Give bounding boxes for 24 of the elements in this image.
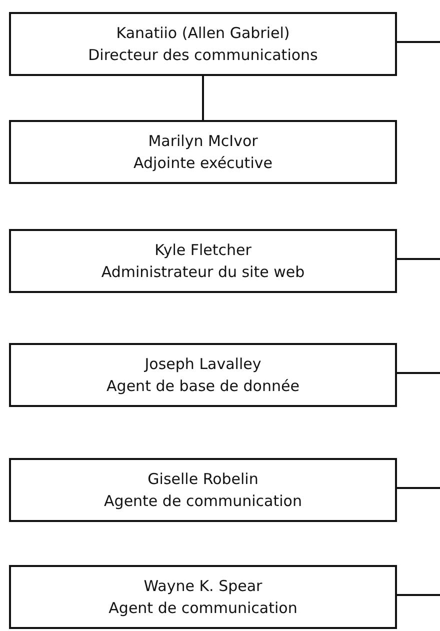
person-name: Marilyn McIvor <box>148 132 258 150</box>
person-name: Giselle Robelin <box>148 470 258 488</box>
org-box <box>9 565 397 629</box>
person-name: Joseph Lavalley <box>144 355 262 373</box>
job-title: Agent de base de donnée <box>106 377 300 395</box>
person-name: Kyle Fletcher <box>154 241 252 259</box>
person-name: Wayne K. Spear <box>144 577 262 595</box>
job-title: Adjointe exécutive <box>134 154 272 172</box>
connector-line <box>397 372 440 374</box>
org-box <box>9 458 397 522</box>
org-box <box>9 229 397 293</box>
connector-line <box>397 41 440 43</box>
connector-line <box>397 258 440 260</box>
connector-line <box>397 487 440 489</box>
connector-line <box>202 76 204 120</box>
org-box <box>9 12 397 76</box>
org-box <box>9 120 397 184</box>
job-title: Agent de communication <box>108 599 298 617</box>
job-title: Administrateur du site web <box>101 263 305 281</box>
job-title: Directeur des communications <box>88 46 318 64</box>
job-title: Agente de communication <box>104 492 302 510</box>
person-name: Kanatiio (Allen Gabriel) <box>116 24 290 42</box>
org-box <box>9 343 397 407</box>
connector-line <box>397 594 440 596</box>
